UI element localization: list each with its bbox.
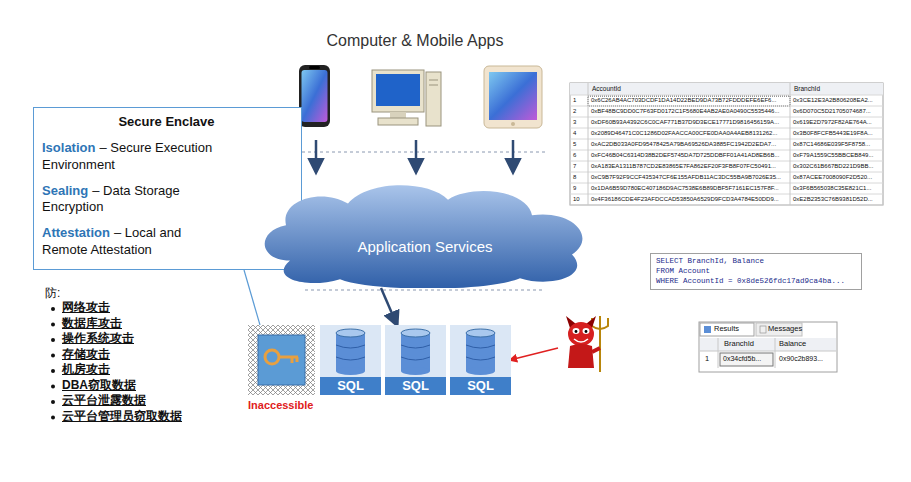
bullet-dots xyxy=(51,307,55,420)
table-cell: 0xAC2DB033A0FD95478425A79BA69526DA3885FC… xyxy=(591,141,776,148)
leader-connector xyxy=(244,270,260,325)
table-cell: 0x2089D46471C0C1286D02FAACCA00CFE0DAA0A4… xyxy=(591,130,777,137)
table-cell: 0x3F6B565038C35E821C1... xyxy=(793,185,871,192)
dashed-boundary xyxy=(290,152,545,153)
table-cell: 0xC9B7F92F9CCF435347CF6E155AFDB11AC3DC55… xyxy=(591,174,781,181)
threat-item: 操作系统攻击 xyxy=(62,332,134,346)
cloud-shape: Application Services xyxy=(250,180,600,288)
threat-item: 网络攻击 xyxy=(62,301,110,315)
table-cell: 3 xyxy=(573,119,576,126)
table-cell: 6 xyxy=(573,152,576,159)
attacker-devil xyxy=(566,316,608,372)
table-cell: 9 xyxy=(573,185,576,192)
sql-query-line: FROM Account xyxy=(656,267,856,277)
table-cell: 10 xyxy=(573,196,580,203)
key-enclosure xyxy=(248,325,315,395)
sql-label: SQL xyxy=(385,378,446,393)
table-cell: 2 xyxy=(573,108,576,115)
results-text: Balance xyxy=(779,340,806,349)
table-cell: 5 xyxy=(573,141,576,148)
inaccessible-label: Inaccessible xyxy=(248,399,313,411)
results-text: 0x90c2b893... xyxy=(779,355,823,363)
feature-term: Sealing xyxy=(42,183,88,198)
threat-item: 机房攻击 xyxy=(62,363,110,377)
threat-item: 云平台泄露数据 xyxy=(62,394,146,408)
results-grid xyxy=(699,322,837,372)
table-cell: 0x3CE12E3A2B806208EA2... xyxy=(793,97,873,104)
results-text: Messages xyxy=(768,325,802,334)
title: Computer & Mobile Apps xyxy=(0,32,830,50)
sql-query-line: SELECT BranchId, Balance xyxy=(656,257,856,267)
table-cell: 0x1DA6B59D780EC407186D9AC7538E6B89DBF5F7… xyxy=(591,185,779,192)
cloud-label: Application Services xyxy=(250,238,600,255)
enclave-box: Secure EnclaveIsolation– Secure Executio… xyxy=(33,107,302,270)
results-text: Results xyxy=(714,325,739,334)
table-cell: 0xF79A1559C55BBCEB849... xyxy=(793,152,873,159)
feature-term: Isolation xyxy=(42,140,95,155)
attack-arrow xyxy=(510,348,558,360)
table-cell: 0x3B0F8FCFB5443E19F8A... xyxy=(793,130,873,137)
database-cylinder: SQL xyxy=(450,325,511,395)
table-cell: 0xA183EA1311B787CD2E83865E7FA862EF20F3FB… xyxy=(591,163,776,170)
table-cell: 4 xyxy=(573,130,576,137)
table-header: AccountId xyxy=(592,85,621,92)
table-screenshot xyxy=(570,83,883,205)
table-cell: 0x6D070C5D21705074687... xyxy=(793,108,871,115)
flow-arrow xyxy=(381,288,397,325)
feature-term: Attestation xyxy=(42,225,110,240)
table-cell: 0xDF60B93A4392C6C0CAF771B37D9D3ECE17771D… xyxy=(591,119,779,126)
table-cell: 1 xyxy=(573,97,576,104)
phone-icon xyxy=(299,65,330,127)
sql-label: SQL xyxy=(320,378,381,393)
results-text: 1 xyxy=(705,355,709,364)
results-text: 0x34cfd5b... xyxy=(723,355,761,363)
database-cylinder: SQL xyxy=(385,325,446,395)
table-cell: 7 xyxy=(573,163,576,170)
table-cell: 0xBF48BC9DD0C7F63FD0172C1F5680E4AB2AE0A0… xyxy=(591,108,779,115)
results-text: BranchId xyxy=(724,340,754,349)
key-box: Inaccessible xyxy=(248,325,315,395)
list-heading: 防: xyxy=(45,287,60,301)
device-arrow xyxy=(315,140,318,172)
table-cell: 0xFC46B04C6314D38B2DEF5745DA7D725DDBFF01… xyxy=(591,152,779,159)
cloud-outline xyxy=(250,180,600,288)
threat-item: 存储攻击 xyxy=(62,348,110,362)
database-cylinder: SQL xyxy=(320,325,381,395)
tablet-icon xyxy=(484,66,542,128)
threat-item: 云平台管理员窃取数据 xyxy=(62,410,182,424)
table-cell: 0x87C14686E039F5F8758... xyxy=(793,141,870,148)
box-heading: Secure Enclave xyxy=(118,114,214,129)
device-arrow xyxy=(512,140,515,172)
table-cell: 0x4F36186CDE4F23AFDCCAD53850A6529D9FCD3A… xyxy=(591,196,779,203)
sql-label: SQL xyxy=(450,378,511,393)
query-box: SELECT BranchId, BalanceFROM AccountWHER… xyxy=(650,253,862,290)
threat-item: DBA窃取数据 xyxy=(62,379,136,393)
threat-item: 数据库攻击 xyxy=(62,317,122,331)
desktop-computer-icon xyxy=(372,70,441,126)
device-arrow xyxy=(415,140,418,172)
table-cell: 0x87ACEE7008090F2D520... xyxy=(793,174,872,181)
table-cell: 0x619E2D7972F82AE764A... xyxy=(793,119,872,126)
table-cell: 0x6C26AB4AC703DCDF1DA14D22BED9DA73B72FDD… xyxy=(591,97,776,104)
table-cell: 0x302C61B667BD221D9BB... xyxy=(793,163,873,170)
dashed-boundary xyxy=(305,290,545,291)
table-cell: 0xE2B2353C76B9381D52D... xyxy=(793,196,873,203)
sql-query-line: WHERE AccountId = 0x8de526fdc17ad9ca4ba.… xyxy=(656,277,856,287)
table-cell: 8 xyxy=(573,174,576,181)
table-header: BranchId xyxy=(794,85,820,92)
